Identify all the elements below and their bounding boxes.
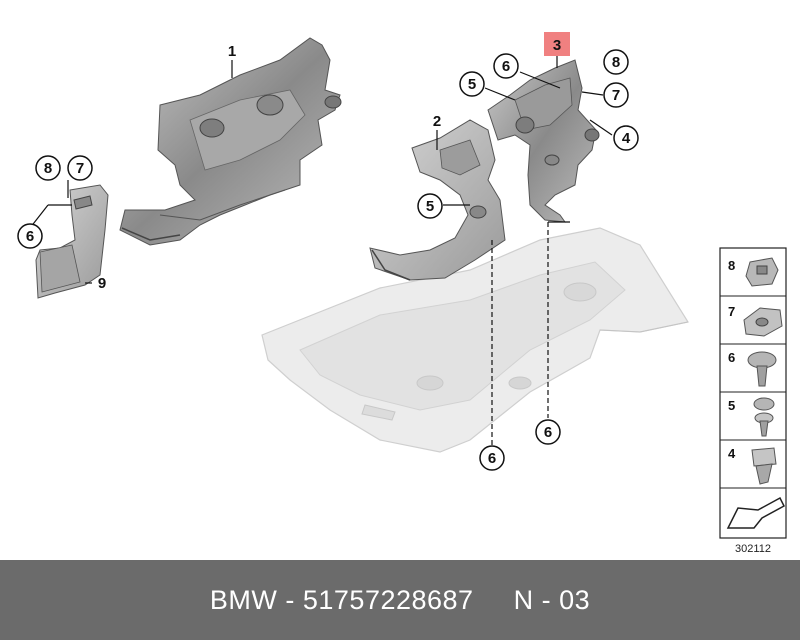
- callout-5a: 5: [468, 76, 476, 93]
- part-9-bracket: [35, 184, 109, 299]
- legend-number-6: 6: [728, 350, 735, 365]
- parts-diagram: 1 2 3 4 5 5 6 6 6 6 7 7 8 8 9: [17, 32, 787, 555]
- callout-7b: 7: [76, 160, 84, 177]
- callout-6b: 6: [26, 228, 34, 245]
- part-number: 51757228687: [302, 584, 474, 615]
- leader-lines: [29, 56, 613, 445]
- callout-8a: 8: [612, 54, 620, 71]
- speed-nut-clip-icon: [745, 257, 779, 287]
- legend-number-5: 5: [728, 398, 735, 413]
- callout-6c: 6: [488, 450, 496, 467]
- legend-number-4: 4: [728, 446, 736, 461]
- callout-7a: 7: [612, 87, 620, 104]
- u-nut-clip-icon: [743, 307, 783, 337]
- gap: [474, 585, 514, 616]
- plastic-rivet-icon: [747, 351, 777, 387]
- reference-number: 302112: [735, 543, 771, 555]
- callout-3: 3: [553, 37, 561, 54]
- separator: -: [277, 584, 303, 615]
- direction-arrow-icon: [726, 496, 785, 529]
- fastener-legend: 8 7 6 5 4 302112: [719, 247, 787, 555]
- callout-2: 2: [433, 113, 441, 130]
- callout-8b: 8: [44, 160, 52, 177]
- callouts: 1 2 3 4 5 5 6 6 6 6 7 7 8 8 9: [17, 32, 639, 471]
- expanding-rivet-icon: [753, 397, 775, 437]
- part-1-shield: [119, 37, 342, 246]
- part-3-shield: [487, 59, 600, 223]
- callout-1: 1: [228, 43, 236, 60]
- square-grommet-icon: [751, 447, 777, 485]
- legend-number-8: 8: [728, 258, 735, 273]
- underbody-shield: [261, 227, 689, 453]
- callout-3-highlight: [544, 32, 570, 56]
- callout-5b: 5: [426, 198, 434, 215]
- legend-number-7: 7: [728, 304, 735, 319]
- position-code: N - 03: [513, 584, 591, 615]
- callout-9: 9: [98, 275, 106, 292]
- footer-bar: BMW - 51757228687 N - 03: [0, 560, 800, 640]
- callout-6a: 6: [502, 58, 510, 75]
- callout-6d: 6: [544, 424, 552, 441]
- brand-label: BMW: [209, 584, 278, 615]
- part-2-shield: [369, 119, 506, 281]
- callout-4: 4: [622, 130, 631, 147]
